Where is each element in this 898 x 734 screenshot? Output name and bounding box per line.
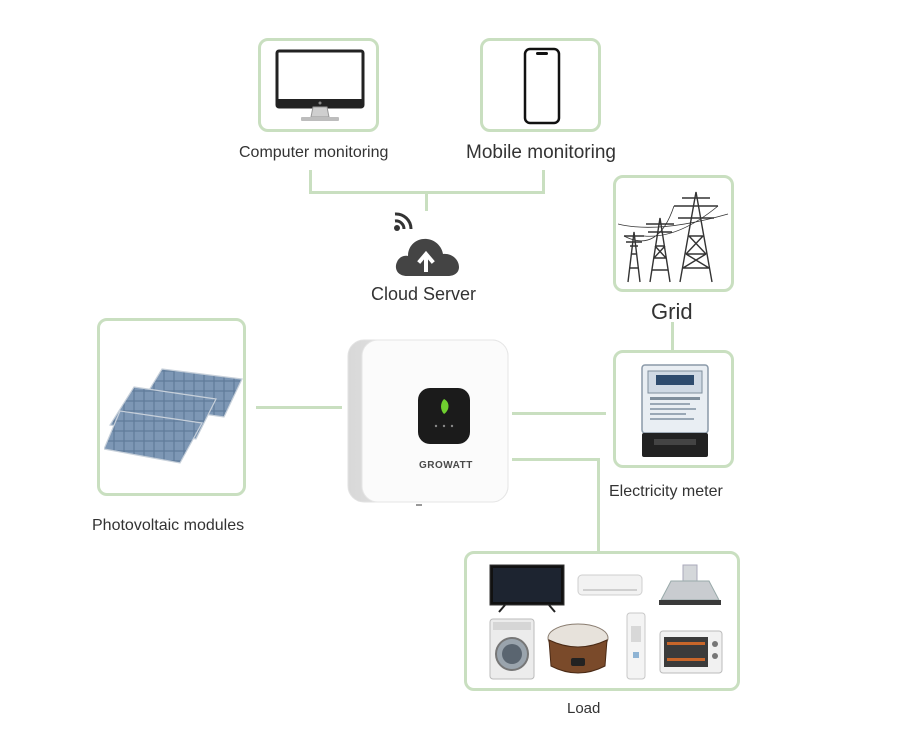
connector-inverter-load-h <box>512 458 600 461</box>
load-box <box>464 551 740 691</box>
grid-label: Grid <box>651 299 693 324</box>
smartphone-icon <box>523 47 561 125</box>
wifi-icon <box>392 210 414 232</box>
connector-inverter-meter <box>512 412 606 415</box>
mobile-monitoring-label: Mobile monitoring <box>466 142 616 163</box>
load-label: Load <box>567 700 601 717</box>
electricity-meter-box <box>613 350 734 468</box>
grid-box <box>613 175 734 292</box>
rice-cooker-icon <box>545 620 611 678</box>
range-hood-icon <box>657 564 723 608</box>
connector-computer-down <box>309 170 312 194</box>
electricity-meter-label: Electricity meter <box>609 483 723 500</box>
connector-cloud-up <box>425 191 428 211</box>
computer-monitoring-label: Computer monitoring <box>239 144 389 161</box>
mobile-monitoring-box <box>480 38 601 132</box>
inverter-icon <box>346 336 512 506</box>
monitor-icon <box>275 49 365 125</box>
cloud-server-label: Cloud Server <box>371 284 477 304</box>
photovoltaic-box <box>97 318 246 496</box>
connector-inverter-load-v <box>597 458 600 551</box>
connector-mobile-down <box>542 170 545 194</box>
inverter-device: GROWATT <box>346 336 512 506</box>
electricity-meter-icon <box>640 363 710 459</box>
connector-grid-meter <box>671 322 674 350</box>
computer-monitoring-box <box>258 38 379 132</box>
oven-icon <box>659 630 723 674</box>
photovoltaic-label: Photovoltaic modules <box>92 517 245 534</box>
connector-pv-inverter <box>256 406 342 409</box>
cloud-upload-icon <box>393 232 461 278</box>
brand-logo: GROWATT <box>419 460 473 471</box>
solar-panel-icon <box>104 361 244 465</box>
air-conditioner-icon <box>577 574 643 598</box>
washing-machine-icon <box>489 618 535 680</box>
tv-icon <box>489 564 565 614</box>
power-tower-icon <box>618 184 730 286</box>
water-purifier-icon <box>625 612 647 682</box>
